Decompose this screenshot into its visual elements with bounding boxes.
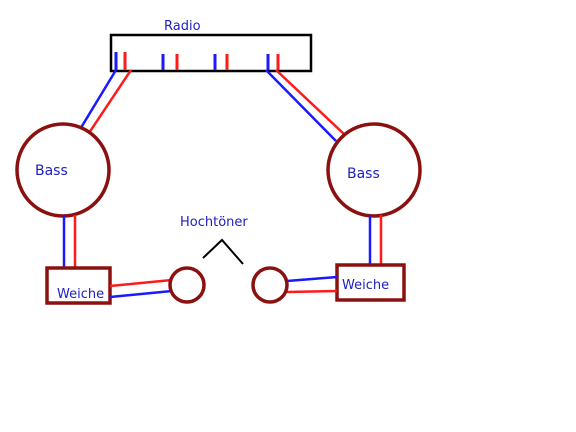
wires-left-bass-to-weiche: [62, 215, 77, 269]
wire-blue: [77, 69, 118, 132]
wire-red: [286, 289, 338, 294]
weiche-left-box: [45, 266, 112, 305]
radio-label: Radio: [164, 19, 201, 34]
wire-blue: [265, 69, 337, 142]
wires-right-bass-to-weiche: [368, 215, 383, 265]
weiche-right-label: Weiche: [342, 278, 389, 293]
wire-red: [109, 278, 173, 288]
radio-box: [109, 33, 313, 73]
weiche-right: Weiche: [335, 263, 406, 302]
bass-left-label: Bass: [35, 163, 68, 179]
hochtoener-pointer: [202, 238, 244, 265]
bass-speaker-left: Bass: [15, 122, 111, 218]
wire-blue: [109, 289, 173, 299]
bass-speaker-right: Bass: [326, 122, 422, 218]
tweeter-left: [168, 266, 206, 304]
wire-blue: [286, 275, 338, 283]
wires-right-weiche-to-tweeter: [286, 275, 338, 294]
weiche-right-box: [335, 263, 406, 302]
hochtoener-label: Hochtöner: [180, 215, 248, 230]
bass-right-label: Bass: [347, 166, 380, 182]
tweeter-right: [251, 266, 289, 304]
weiche-left-label: Weiche: [57, 287, 104, 302]
tweeter-left-circle: [168, 266, 206, 304]
wires-radio-to-left-bass: [77, 69, 133, 134]
bass-right-circle: [326, 122, 422, 218]
wire-red: [87, 69, 133, 134]
wires-left-weiche-to-tweeter: [109, 278, 173, 299]
hochtoener-annotation: Hochtöner: [180, 215, 248, 265]
wire-red: [275, 69, 346, 136]
tweeter-right-circle: [251, 266, 289, 304]
radio-unit: Radio: [109, 19, 313, 73]
radio-terminals: [114, 52, 280, 70]
weiche-left: Weiche: [45, 266, 112, 305]
wires-radio-to-right-bass: [265, 69, 346, 142]
